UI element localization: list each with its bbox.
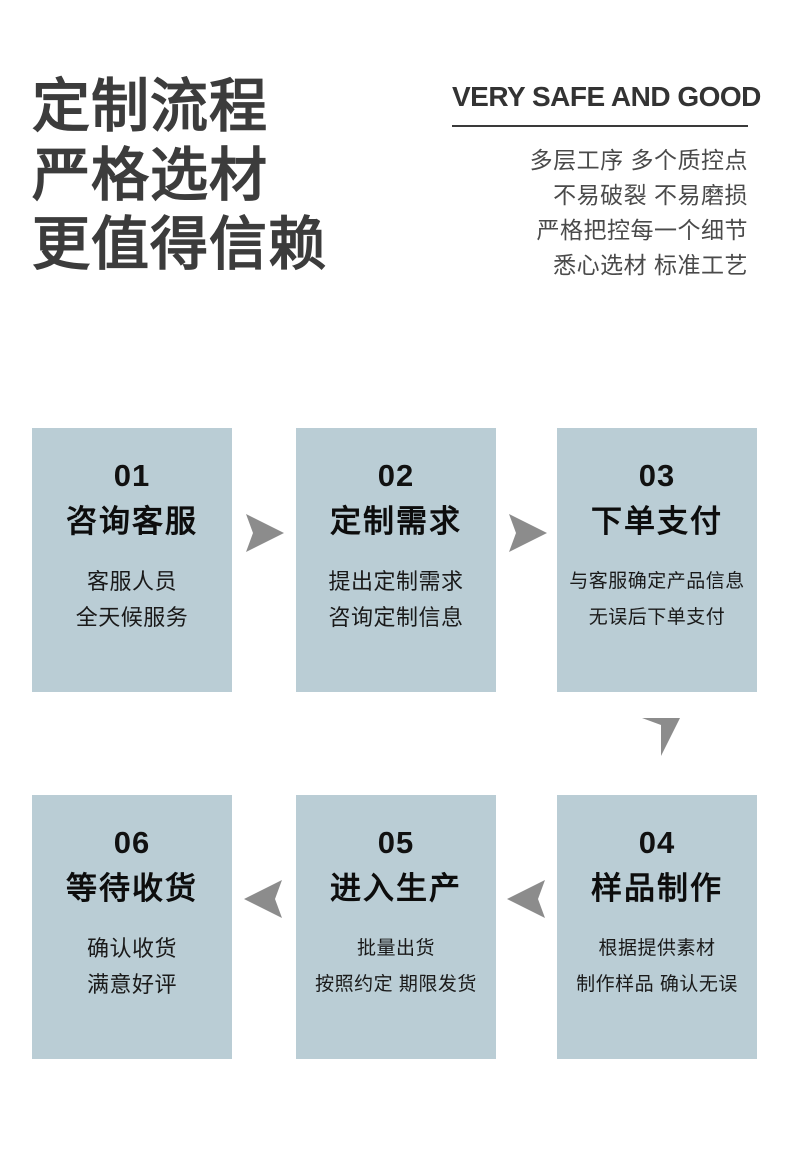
step-box-01: 01 咨询客服 客服人员 全天候服务: [32, 428, 232, 692]
feature-panel: VERY SAFE AND GOOD 多层工序 多个质控点 不易破裂 不易磨损 …: [452, 80, 761, 283]
step-title: 样品制作: [591, 871, 723, 906]
step-description: 提出定制需求 咨询定制信息: [328, 564, 463, 636]
step-desc-line-1: 客服人员: [86, 569, 177, 594]
headline-line-3: 更值得信赖: [32, 212, 328, 277]
english-subtitle: VERY SAFE AND GOOD: [452, 81, 761, 112]
step-desc-line-2: 制作样品 确认无误: [576, 974, 738, 995]
step-desc-line-1: 与客服确定产品信息: [569, 571, 745, 592]
step-description: 确认收货 满意好评: [87, 931, 177, 1003]
feature-line-1: 多层工序 多个质控点: [529, 147, 748, 173]
headline-line-2: 严格选材: [32, 143, 269, 208]
headline-line-1: 定制流程: [32, 74, 269, 139]
step-box-03: 03 下单支付 与客服确定产品信息 无误后下单支付: [557, 428, 757, 692]
step-desc-line-1: 批量出货: [356, 938, 435, 959]
step-number: 05: [377, 825, 415, 860]
arrow-right-icon: [240, 512, 288, 554]
feature-line-2: 不易破裂 不易磨损: [553, 182, 748, 208]
feature-line-4: 悉心选材 标准工艺: [553, 252, 748, 278]
arrow-right-icon: [503, 512, 551, 554]
step-description: 根据提供素材 制作样品 确认无误: [576, 931, 738, 1003]
step-number: 02: [377, 458, 415, 493]
step-box-06: 06 等待收货 确认收货 满意好评: [32, 795, 232, 1059]
step-description: 批量出货 按照约定 期限发货: [315, 931, 477, 1003]
step-description: 与客服确定产品信息 无误后下单支付: [569, 564, 745, 636]
step-number: 04: [638, 825, 676, 860]
step-box-02: 02 定制需求 提出定制需求 咨询定制信息: [296, 428, 496, 692]
arrow-down-icon: [640, 712, 682, 760]
divider-rule: [452, 125, 748, 127]
step-number: 01: [113, 458, 151, 493]
step-title: 定制需求: [330, 504, 462, 539]
step-desc-line-1: 确认收货: [86, 936, 177, 961]
step-box-04: 04 样品制作 根据提供素材 制作样品 确认无误: [557, 795, 757, 1059]
step-desc-line-2: 全天候服务: [75, 605, 189, 630]
step-desc-line-2: 满意好评: [86, 972, 177, 997]
step-number: 03: [638, 458, 676, 493]
step-box-05: 05 进入生产 批量出货 按照约定 期限发货: [296, 795, 496, 1059]
step-number: 06: [113, 825, 151, 860]
arrow-left-icon: [503, 878, 551, 920]
step-desc-line-1: 根据提供素材: [598, 938, 716, 959]
feature-list: 多层工序 多个质控点 不易破裂 不易磨损 严格把控每一个细节 悉心选材 标准工艺: [452, 143, 748, 283]
feature-line-3: 严格把控每一个细节: [536, 217, 748, 243]
header-section: 定制流程 严格选材 更值得信赖 VERY SAFE AND GOOD 多层工序 …: [0, 0, 790, 400]
step-desc-line-2: 按照约定 期限发货: [315, 974, 477, 995]
step-title: 咨询客服: [66, 504, 198, 539]
page-title: 定制流程 严格选材 更值得信赖: [32, 72, 432, 279]
step-desc-line-1: 提出定制需求: [328, 569, 464, 594]
step-title: 进入生产: [330, 871, 462, 906]
step-desc-line-2: 无误后下单支付: [588, 607, 726, 628]
step-description: 客服人员 全天候服务: [76, 564, 189, 636]
arrow-left-icon: [240, 878, 288, 920]
step-desc-line-2: 咨询定制信息: [328, 605, 464, 630]
step-title: 等待收货: [66, 871, 198, 906]
step-title: 下单支付: [591, 504, 723, 539]
